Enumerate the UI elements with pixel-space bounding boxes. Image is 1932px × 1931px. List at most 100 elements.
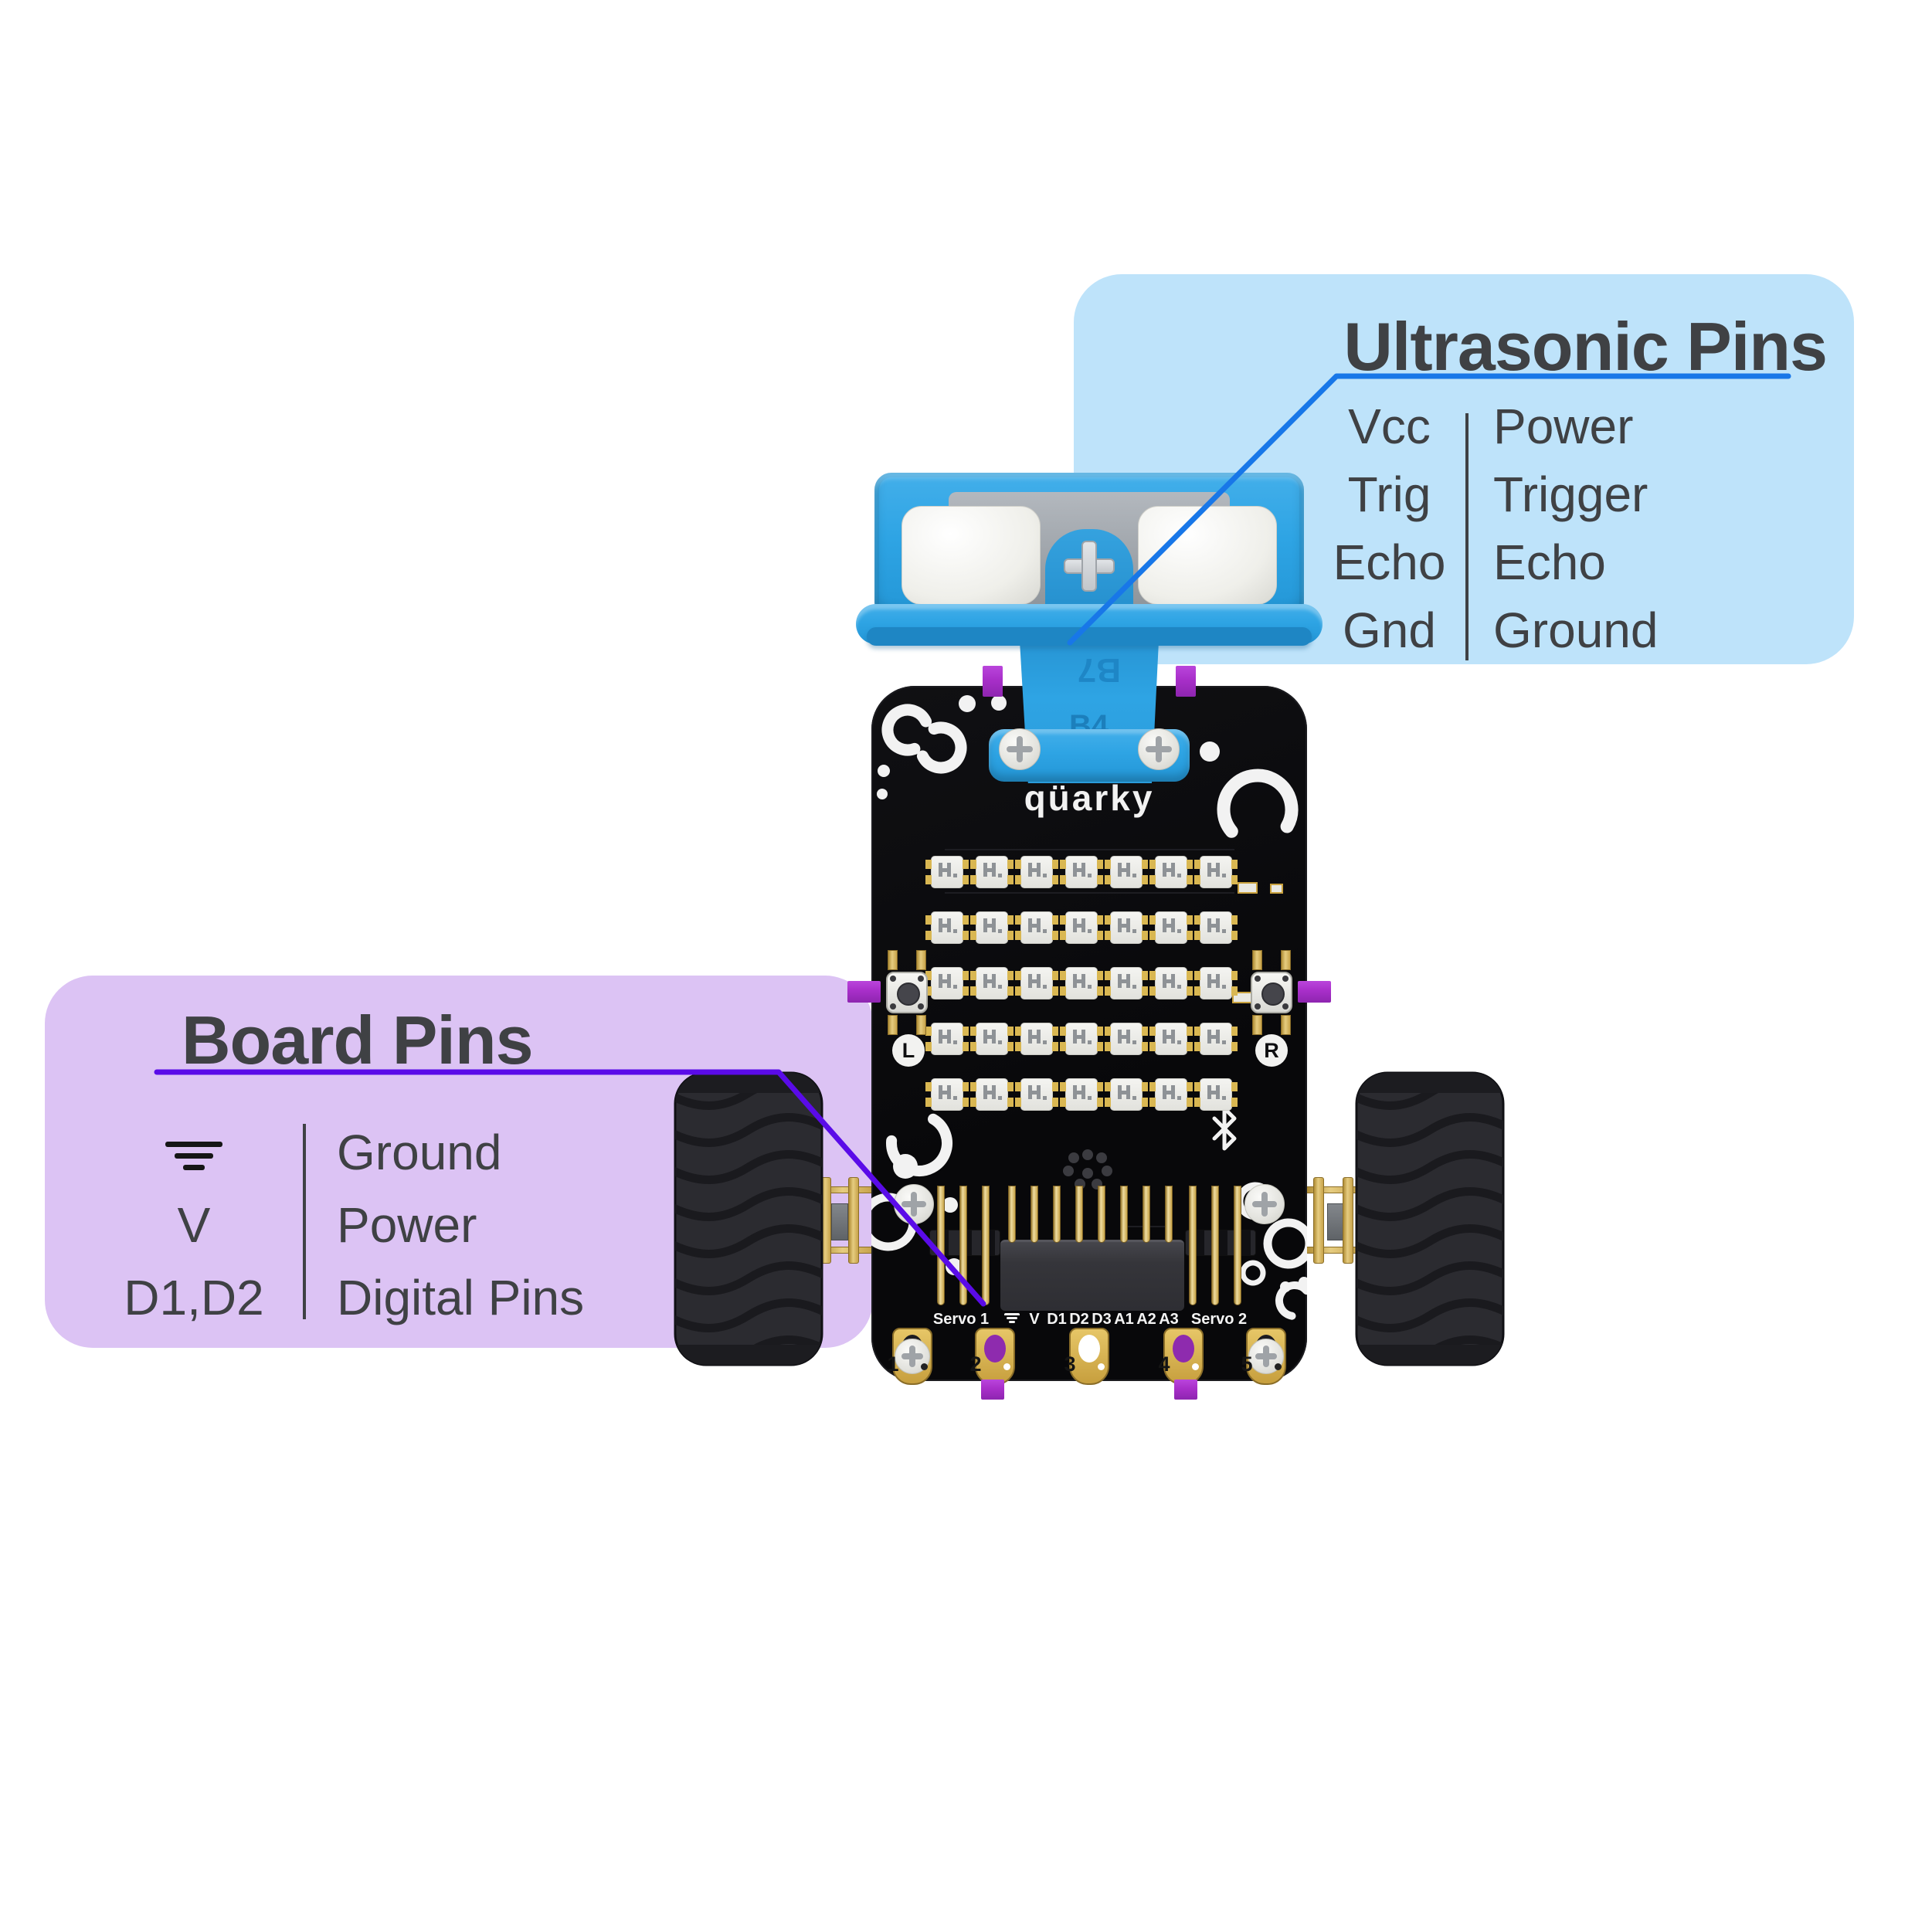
- tire: [1355, 1071, 1505, 1366]
- pin-name: Trig: [1347, 467, 1431, 522]
- board-pin-table: Ground V Power D1,D2 Digital Pins: [85, 1116, 584, 1334]
- led: [925, 1078, 969, 1111]
- cross-screw-icon: [1081, 541, 1097, 592]
- pin-row: Trig Trigger: [1313, 460, 1658, 528]
- pin-description: Power: [337, 1197, 477, 1253]
- led: [1015, 1078, 1058, 1111]
- right-side-clip: [1298, 981, 1331, 1003]
- tab-dot: [1098, 1363, 1105, 1370]
- servo2-label: Servo 2: [1190, 1311, 1248, 1328]
- tab-number: 1: [887, 1352, 899, 1376]
- led: [1105, 856, 1148, 888]
- led: [1060, 856, 1103, 888]
- tab-number: 2: [969, 1352, 982, 1376]
- left-side-clip: [847, 981, 881, 1003]
- header-pin: [1120, 1186, 1128, 1243]
- pin-description: Ground: [1493, 602, 1659, 658]
- edge-tab: 4: [1158, 1328, 1204, 1385]
- led: [1194, 911, 1238, 944]
- led: [1060, 967, 1103, 999]
- board-screw: [1244, 1184, 1285, 1224]
- led: [970, 911, 1014, 944]
- tab-screw: [1248, 1339, 1284, 1374]
- tab-hole: [984, 1335, 1006, 1363]
- board-pins-callout-title: Board Pins: [182, 1002, 534, 1078]
- pin-name: D1,D2: [124, 1270, 264, 1325]
- pin-description: Digital Pins: [337, 1270, 585, 1325]
- servo-pin: [959, 1186, 967, 1305]
- header-pin: [1031, 1186, 1038, 1243]
- led: [1105, 911, 1148, 944]
- led: [970, 1078, 1014, 1111]
- right-button-label: R: [1255, 1034, 1288, 1067]
- pin-label: D1: [1047, 1311, 1067, 1328]
- servo1-label: Servo 1: [932, 1311, 990, 1328]
- led: [1194, 967, 1238, 999]
- edge-tab: 1: [887, 1328, 932, 1385]
- header-pin: [1165, 1186, 1173, 1243]
- led: [1015, 967, 1058, 999]
- header-pin: [1008, 1186, 1016, 1243]
- pin-description: Ground: [337, 1125, 502, 1180]
- pin-description: Echo: [1493, 535, 1606, 590]
- tab-number: 5: [1241, 1352, 1253, 1376]
- stem-clip-left: [983, 666, 1003, 697]
- led: [1105, 967, 1148, 999]
- pin-description: Power: [1493, 399, 1634, 454]
- bluetooth-icon: [1212, 1106, 1237, 1151]
- bottom-clip: [981, 1380, 1004, 1400]
- board-screw: [894, 1184, 934, 1224]
- header-pin: [1075, 1186, 1083, 1243]
- led: [970, 967, 1014, 999]
- servo-pin: [937, 1186, 945, 1305]
- led: [1149, 1078, 1193, 1111]
- led: [1194, 1078, 1238, 1111]
- right-button-cap[interactable]: [1261, 982, 1285, 1006]
- edge-tab: 3: [1064, 1328, 1109, 1385]
- led: [1060, 1023, 1103, 1055]
- led: [970, 856, 1014, 888]
- left-button-cap[interactable]: [897, 982, 920, 1006]
- pin-label: D2: [1069, 1311, 1089, 1328]
- ultrasonic-pin-table: Vcc Power Trig Trigger Echo Echo Gnd Gro…: [1313, 392, 1659, 664]
- ground-symbol-icon: [85, 1124, 303, 1181]
- tab-number: 3: [1064, 1352, 1076, 1376]
- pin-label: A1: [1114, 1311, 1134, 1328]
- tab-dot: [1003, 1363, 1010, 1370]
- led: [925, 856, 969, 888]
- left-button-label: L: [892, 1034, 925, 1067]
- pin-row: V Power: [85, 1189, 584, 1261]
- led: [1060, 1078, 1103, 1111]
- tire: [674, 1071, 823, 1366]
- pin-label: A3: [1159, 1311, 1179, 1328]
- right-button[interactable]: [1251, 972, 1292, 1013]
- header-pin: [1098, 1186, 1105, 1243]
- led: [1194, 856, 1238, 888]
- bracket-screw: [999, 728, 1041, 770]
- pin-label: D3: [1092, 1311, 1112, 1328]
- pin-row: Vcc Power: [1313, 392, 1658, 460]
- stem-marking: B7: [1077, 651, 1121, 689]
- left-button[interactable]: [886, 972, 928, 1013]
- ultrasonic-transducer-right: [1138, 506, 1277, 605]
- led: [925, 911, 969, 944]
- servo-pin: [982, 1186, 990, 1305]
- servo-pin: [1211, 1186, 1219, 1305]
- right-wheel: [1355, 1071, 1505, 1370]
- led: [1015, 1023, 1058, 1055]
- pin-name: Vcc: [1348, 399, 1431, 454]
- pin-row: Ground: [85, 1116, 584, 1189]
- led: [1015, 911, 1058, 944]
- tab-hole: [1173, 1335, 1194, 1363]
- stem-clip-right: [1176, 666, 1196, 697]
- servo-pin: [1189, 1186, 1197, 1305]
- pin-name: Echo: [1333, 535, 1446, 590]
- led: [1149, 1023, 1193, 1055]
- led: [970, 1023, 1014, 1055]
- header-pin: [1053, 1186, 1061, 1243]
- led: [925, 1023, 969, 1055]
- servo2-socket: [1185, 1230, 1256, 1256]
- led: [1149, 967, 1193, 999]
